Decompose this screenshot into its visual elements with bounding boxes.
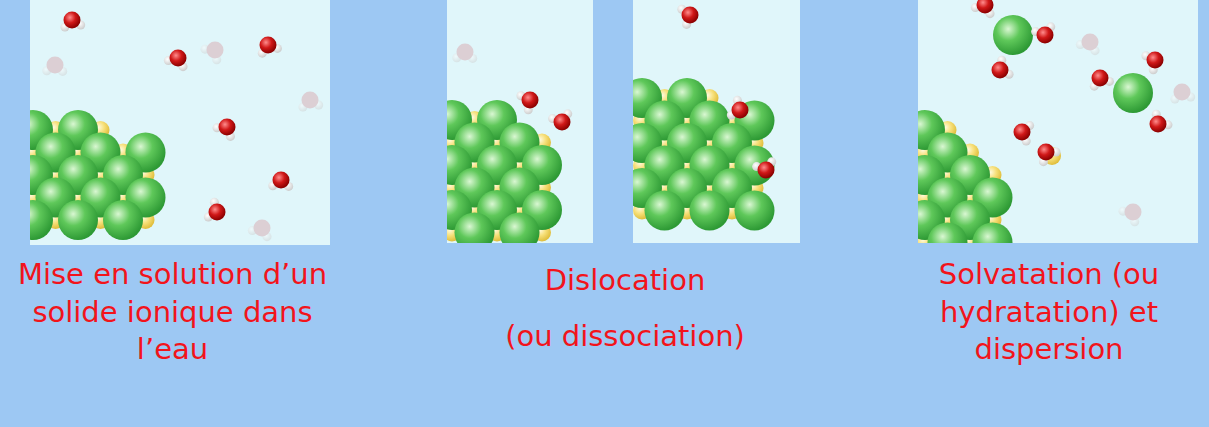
atom (758, 162, 775, 179)
atom (554, 114, 571, 131)
atom (993, 15, 1033, 55)
atom (1038, 144, 1055, 161)
water-molecule (1090, 70, 1114, 91)
panel (633, 0, 800, 243)
atom (457, 44, 474, 61)
atom (1082, 34, 1099, 51)
atom (735, 191, 775, 231)
water-molecule (298, 92, 323, 112)
atom (1150, 116, 1167, 133)
atom (522, 92, 539, 109)
atom (1147, 52, 1164, 69)
water-molecule (213, 119, 236, 141)
water-molecule (1119, 204, 1142, 227)
caption: (ou dissociation) (430, 318, 820, 356)
water-molecule (1170, 84, 1195, 104)
atom (992, 62, 1009, 79)
atom (732, 102, 749, 119)
atom (30, 200, 53, 240)
atom (1037, 27, 1054, 44)
water-molecule (60, 12, 85, 32)
ionic-solid (30, 12, 323, 242)
water-molecule (452, 44, 477, 63)
caption: Dislocation (430, 262, 820, 300)
water-molecule (548, 109, 572, 130)
atom (170, 50, 187, 67)
ionic-solid (633, 5, 776, 231)
atom (103, 200, 143, 240)
panel (30, 0, 330, 245)
ionic-solid (447, 44, 572, 244)
water-molecule (677, 5, 698, 29)
atom (977, 0, 994, 14)
atom (1125, 204, 1142, 221)
atom (928, 223, 968, 244)
water-molecule (258, 37, 282, 58)
water-molecule (727, 96, 749, 120)
water-molecule (971, 0, 995, 18)
atom (1113, 73, 1153, 113)
caption: Solvatation (ou hydratation) et dispersi… (892, 256, 1206, 369)
atom (219, 119, 236, 136)
atom (1092, 70, 1109, 87)
water-molecule (1014, 121, 1035, 145)
atom (690, 191, 730, 231)
water-molecule (204, 198, 226, 222)
atom (1174, 84, 1191, 101)
water-molecule (164, 50, 188, 72)
water-molecule (268, 172, 293, 191)
water-molecule (992, 56, 1014, 79)
atom (273, 172, 290, 189)
atom (455, 213, 495, 244)
panel (918, 0, 1198, 243)
atom (1014, 124, 1031, 141)
atom (260, 37, 277, 54)
atom (500, 213, 540, 244)
water-molecule (1031, 22, 1055, 43)
water-molecule (1150, 110, 1173, 133)
ionic-solid (918, 0, 1195, 243)
water-molecule (752, 157, 776, 178)
water-molecule (201, 42, 224, 65)
water-molecule (1141, 51, 1163, 74)
water-molecule (516, 91, 538, 114)
atom (209, 204, 226, 221)
water-molecule (248, 220, 272, 242)
atom (973, 223, 1013, 244)
water-molecule (42, 57, 67, 76)
atom (682, 7, 699, 24)
caption: Mise en solution d’un solide ionique dan… (0, 256, 345, 369)
water-molecule (1076, 34, 1100, 56)
atom (64, 12, 81, 29)
atom (207, 42, 224, 59)
atom (58, 200, 98, 240)
atom (302, 92, 319, 109)
atom (254, 220, 271, 237)
atom (47, 57, 64, 74)
water-molecule (1038, 144, 1061, 167)
atom (645, 191, 685, 231)
